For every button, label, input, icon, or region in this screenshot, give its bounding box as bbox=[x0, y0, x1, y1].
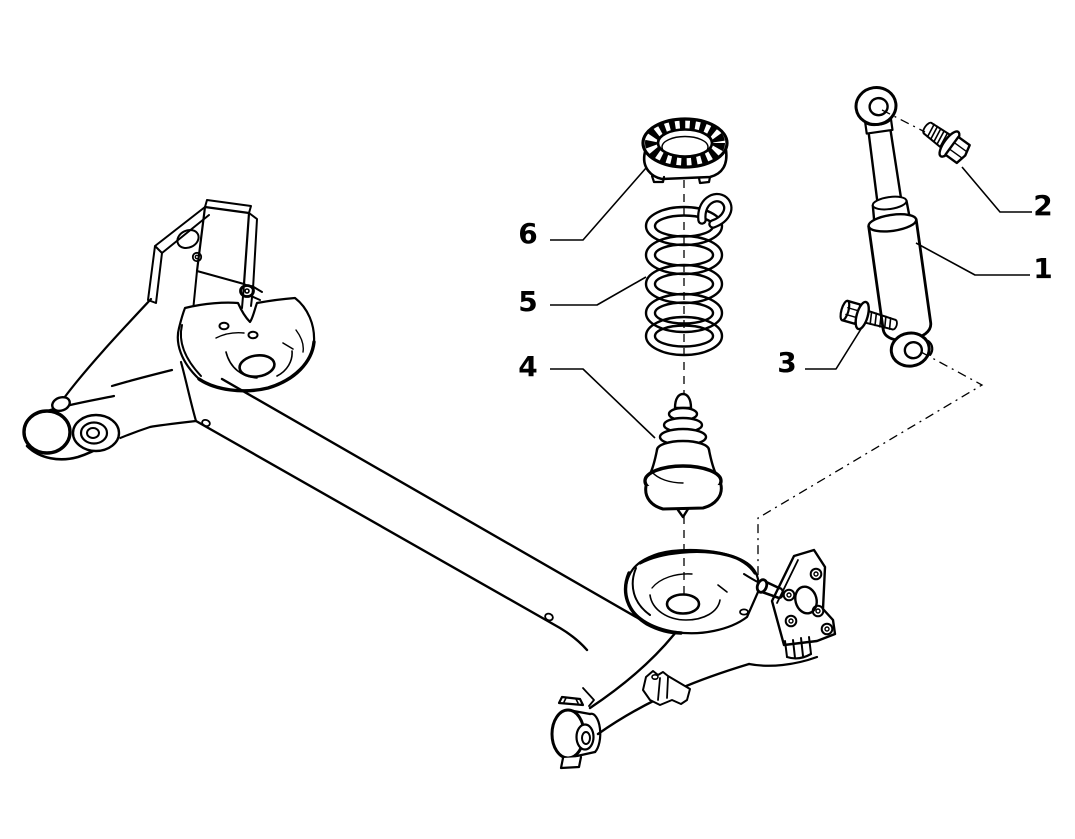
left-trailing-arm-bushing bbox=[22, 394, 121, 461]
hose-bracket bbox=[642, 670, 691, 706]
beam-bottom-edge bbox=[194, 419, 589, 652]
bump-stop bbox=[643, 392, 723, 519]
axle-beam-assembly bbox=[22, 199, 837, 770]
shock-mount-alignment-dashes bbox=[757, 351, 984, 576]
callout-label-3: 3 bbox=[777, 346, 796, 379]
spring-seat-hole bbox=[238, 354, 276, 378]
pad-teeth bbox=[645, 119, 725, 167]
right-mount-plate bbox=[743, 548, 837, 667]
callout-label-5: 5 bbox=[518, 285, 537, 318]
callout-label-2: 2 bbox=[1033, 189, 1052, 222]
spring-end-pigtail bbox=[697, 192, 733, 229]
spring-seat-pad bbox=[641, 117, 729, 185]
callout-label-6: 6 bbox=[518, 217, 537, 250]
left-shock-mount-bracket bbox=[147, 199, 263, 312]
callout-label-1: 1 bbox=[1033, 252, 1052, 285]
callout-label-4: 4 bbox=[518, 350, 537, 383]
leader-4 bbox=[550, 368, 656, 439]
plate-oval-hole bbox=[794, 585, 818, 615]
beam-top-edge bbox=[220, 377, 645, 623]
leader-3 bbox=[805, 328, 862, 370]
callouts: 6 5 4 2 1 3 bbox=[518, 166, 1053, 439]
shock-mount-pin bbox=[743, 573, 785, 600]
shock-rod bbox=[867, 128, 903, 206]
leader-2 bbox=[961, 166, 1032, 213]
leader-6 bbox=[550, 167, 647, 241]
right-trailing-arm-bushing bbox=[550, 695, 602, 770]
bracket-hole bbox=[176, 229, 200, 249]
shock-upper-mount-bolt bbox=[922, 121, 971, 165]
bolt-alignment-dashes bbox=[881, 109, 926, 133]
axle-beam bbox=[194, 377, 645, 652]
plate-bolt-holes bbox=[782, 567, 834, 636]
spring-seat-hole bbox=[665, 593, 701, 615]
right-spring-seat bbox=[623, 548, 760, 635]
leader-1 bbox=[915, 242, 1030, 276]
leader-5 bbox=[550, 276, 647, 306]
shock-lower-mount-bolt bbox=[839, 299, 898, 331]
left-trailing-arm bbox=[62, 297, 198, 459]
left-spring-seat bbox=[176, 296, 316, 393]
shock-body bbox=[867, 218, 933, 342]
shock-absorber bbox=[854, 85, 934, 368]
coil-spring bbox=[644, 192, 733, 357]
